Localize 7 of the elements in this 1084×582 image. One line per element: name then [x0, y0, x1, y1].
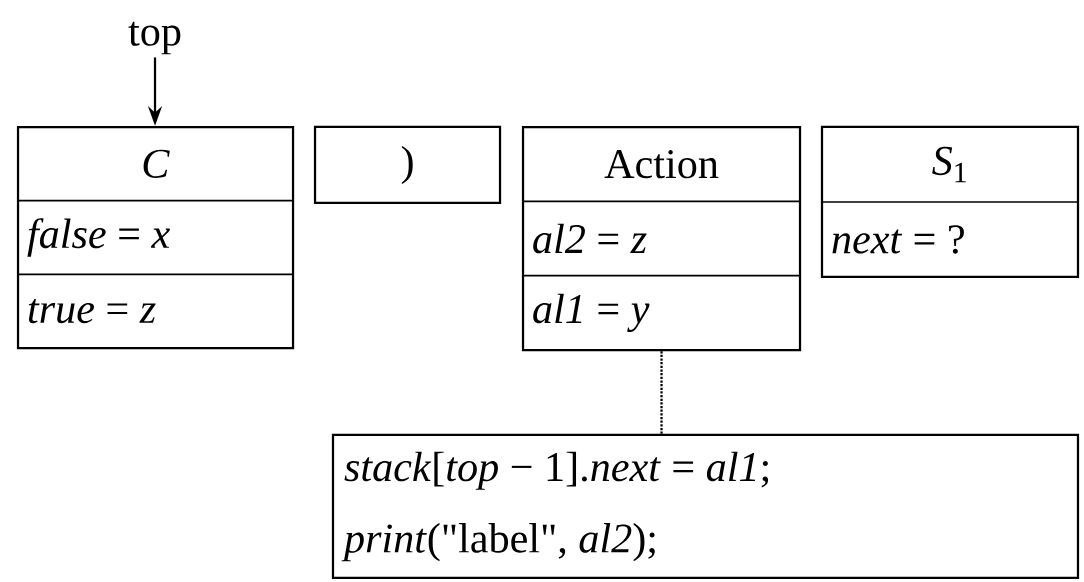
- leader-line: [660, 351, 663, 434]
- record-box: S$_{1}$ next = ?: [820, 125, 1080, 279]
- record-box: Action al2 = z al1 = y: [521, 125, 802, 352]
- stack-pointer-label: top: [128, 21, 181, 55]
- code-box: stack[top − 1].next = al1; print("label", al2);: [331, 433, 1080, 580]
- record-box: C false = x true = z: [16, 125, 295, 350]
- record-box: ): [313, 125, 502, 205]
